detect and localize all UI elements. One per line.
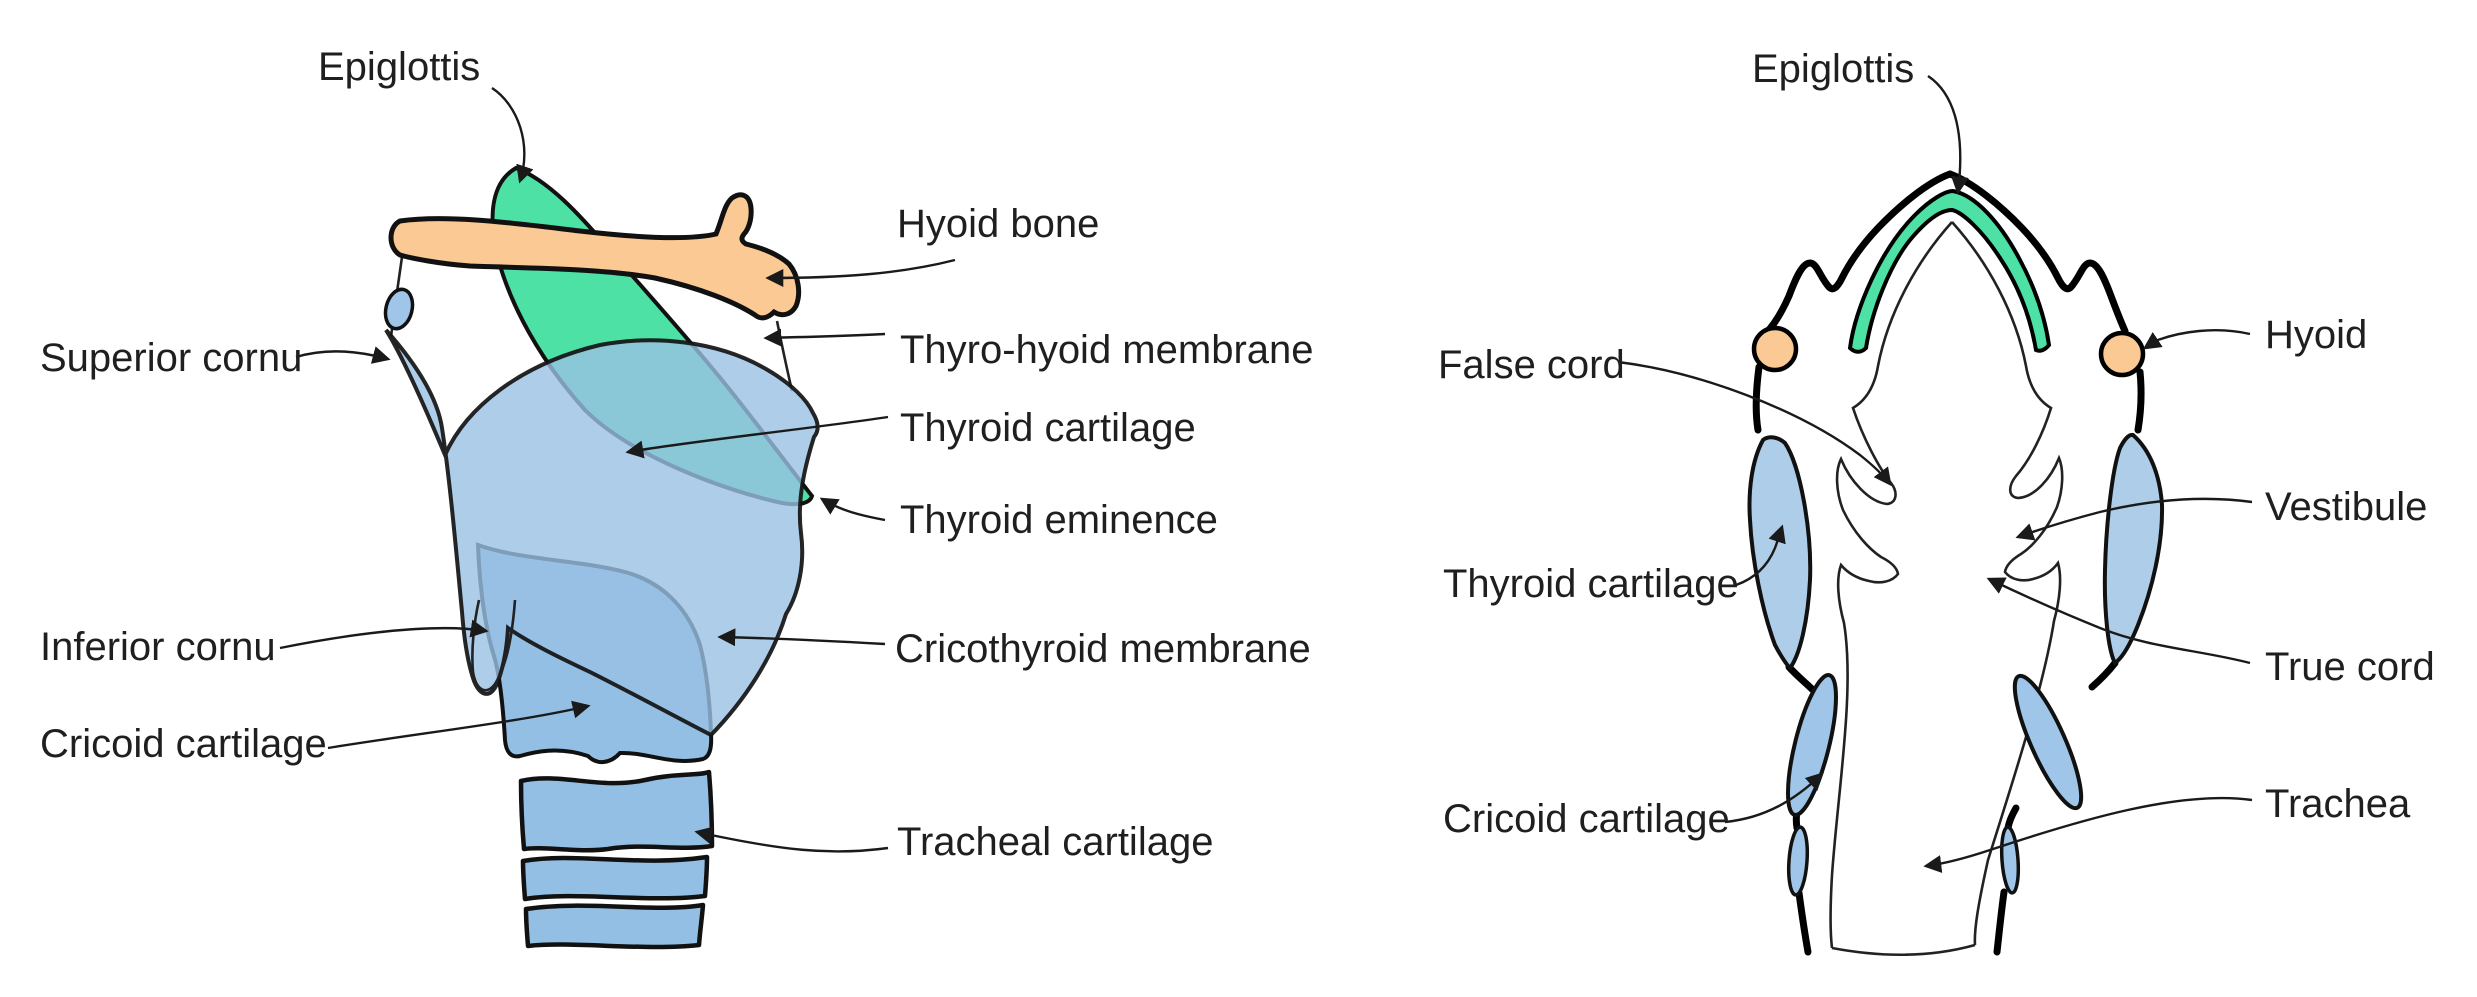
leader-trachea — [1923, 796, 2253, 874]
coronal-outline-left-3 — [1785, 663, 1817, 694]
label-thyroid-cartilage-lateral: Thyroid cartilage — [900, 406, 1196, 450]
label-inferior-cornu: Inferior cornu — [40, 625, 276, 669]
interior-wall-bottom — [1831, 943, 1976, 957]
thyroid-lamina-right-shape — [2102, 432, 2165, 666]
leader-true-cord — [1986, 577, 2251, 665]
hyoid-bone-shape-lateral — [388, 192, 802, 321]
leader-inferior-cornu — [279, 619, 489, 650]
hyoid-right-shape — [2098, 330, 2146, 378]
coronal-view-group: Epiglottis False cord Hyoid Thyroid cart… — [1438, 47, 2435, 957]
leader-thyroid-eminence — [819, 497, 886, 522]
cricoid-cartilage-left-shape — [1786, 673, 1838, 817]
label-cricoid-cartilage-lateral: Cricoid cartilage — [40, 722, 327, 766]
lateral-view-group: Epiglottis Hyoid bone Superior cornu Thy… — [40, 45, 1314, 950]
coronal-outline-right-3 — [2088, 659, 2119, 691]
coronal-outline-right-4 — [2004, 804, 2020, 832]
epiglottis-shape-coronal — [1847, 188, 2052, 354]
tracheal-ring-3-shape — [523, 902, 706, 950]
triticeal-cartilage-shape — [383, 287, 415, 331]
label-false-cord: False cord — [1438, 343, 1625, 387]
coronal-outline-right — [1946, 170, 2129, 335]
tracheal-ring-2-shape — [520, 854, 710, 902]
label-tracheal-cartilage: Tracheal cartilage — [897, 820, 1213, 864]
leader-cricoid-cartilage-lateral — [327, 700, 591, 750]
label-trachea: Trachea — [2265, 782, 2411, 826]
label-vestibule: Vestibule — [2265, 485, 2427, 529]
label-epiglottis-lateral: Epiglottis — [318, 45, 480, 89]
label-hyoid-coronal: Hyoid — [2265, 313, 2367, 357]
interior-wall-right — [1951, 221, 2064, 946]
cricoid-cartilage-right-shape — [2012, 673, 2084, 811]
tracheal-ring-1-shape — [518, 769, 715, 853]
hyoid-left-shape — [1751, 325, 1799, 373]
leader-epiglottis-lateral — [491, 86, 534, 184]
coronal-outline-right-5 — [1993, 888, 2008, 956]
leader-hyoid-bone — [765, 258, 956, 287]
coronal-outline-left — [1762, 170, 1954, 337]
leader-thyroid-cartilage-lateral — [625, 415, 889, 459]
label-cricoid-cartilage-coronal: Cricoid cartilage — [1443, 797, 1730, 841]
coronal-outline-left-2 — [1752, 363, 1763, 434]
label-thyrohyoid-membrane: Thyro-hyoid membrane — [900, 328, 1314, 372]
interior-wall-left — [1829, 221, 1953, 949]
leader-superior-cornu — [295, 346, 391, 364]
leader-false-cord — [1617, 360, 1892, 487]
coronal-outline-left-5 — [1795, 889, 1812, 956]
leader-cricoid-cartilage-coronal — [1724, 772, 1824, 824]
leader-thyroid-cartilage-coronal — [1735, 524, 1786, 587]
leader-vestibule — [2015, 497, 2253, 541]
leader-epiglottis-coronal — [1927, 75, 1969, 195]
leader-hyoid-coronal — [2142, 329, 2251, 350]
label-thyroid-cartilage-coronal: Thyroid cartilage — [1443, 562, 1739, 606]
label-superior-cornu: Superior cornu — [40, 336, 302, 380]
label-cricothyroid-membrane: Cricothyroid membrane — [895, 627, 1311, 671]
tracheal-ring-right-shape — [1999, 825, 2021, 895]
tracheal-ring-left-shape — [1786, 825, 1810, 897]
thyroid-lamina-left-shape — [1747, 435, 1813, 672]
label-epiglottis-coronal: Epiglottis — [1752, 47, 1914, 91]
thyroid-cartilage-shape-lateral — [384, 328, 820, 738]
leader-thyrohyoid-membrane — [763, 328, 886, 347]
label-thyroid-eminence: Thyroid eminence — [900, 498, 1218, 542]
leader-cricothyroid-membrane — [717, 628, 886, 647]
coronal-outline-right-2 — [2134, 368, 2145, 434]
label-true-cord: True cord — [2265, 645, 2435, 689]
leader-tracheal-cartilage — [694, 826, 889, 853]
label-hyoid-bone: Hyoid bone — [897, 202, 1099, 246]
